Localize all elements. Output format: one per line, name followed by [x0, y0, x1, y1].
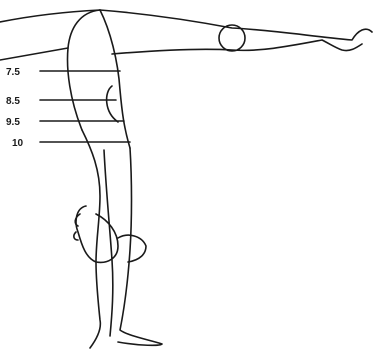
hair-bun-outline: [118, 235, 146, 262]
measurement-label-9-5: 9.5: [6, 117, 20, 128]
measurement-label-8-5: 8.5: [6, 96, 20, 107]
torso-front-outline: [100, 10, 130, 148]
knee-marker: [219, 25, 245, 51]
left-leg-outline: [0, 10, 100, 60]
right-leg-bottom-outline: [112, 40, 362, 54]
measurement-label-7-5: 7.5: [6, 67, 20, 78]
chest-outline: [107, 86, 118, 122]
front-arm-inner-outline: [104, 150, 113, 336]
front-arm-outline: [118, 148, 162, 345]
back-arm-outline: [82, 130, 100, 348]
measurement-label-10: 10: [12, 138, 24, 149]
torso-back-outline: [68, 10, 100, 130]
